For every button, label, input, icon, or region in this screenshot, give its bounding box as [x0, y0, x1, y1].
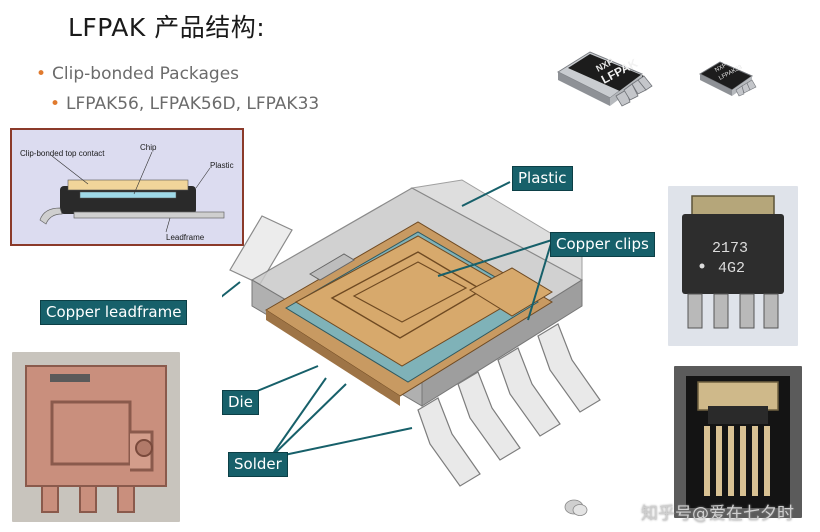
cross-section-label: Plastic — [210, 161, 234, 170]
chip-marking: 4G2 — [718, 260, 745, 277]
callout-die: Die — [222, 390, 259, 415]
callout-copper-leadframe: Copper leadframe — [40, 300, 188, 325]
bullet-subitem: •LFPAK56, LFPAK56D, LFPAK33 — [50, 94, 320, 114]
callout-copper-clips: Copper clips — [550, 232, 655, 257]
chip-marking: NXP — [714, 63, 728, 74]
chip-marking: 2173 — [712, 240, 748, 257]
cross-section-label: Clip-bonded top contact — [20, 149, 105, 158]
cross-section-label: Chip — [140, 143, 157, 152]
page-title: LFPAK 产品结构: — [68, 13, 266, 42]
leadframe-photo — [12, 352, 180, 522]
callout-plastic: Plastic — [512, 166, 573, 191]
bullet-dot: • — [50, 94, 61, 114]
wechat-icon — [564, 498, 588, 522]
packaged-chip-photo: 2173 4G2 — [668, 186, 798, 346]
lfpak-3d-structure-image — [222, 179, 601, 487]
bullet-dot: • — [36, 64, 47, 84]
lfpak-large-chip-image: NXP LFPAK — [556, 51, 653, 107]
cross-section-diagram: Clip-bonded top contact Chip Plastic Lea… — [10, 128, 244, 246]
bullet-item: •Clip-bonded Packages — [36, 64, 240, 84]
lfpak33-small-chip-image: NXP LFPAK33 — [698, 61, 757, 97]
watermark: 知乎号@爱在七夕时 — [641, 504, 794, 524]
decapsulated-chip-photo — [674, 366, 802, 518]
cross-section-label: Leadframe — [166, 233, 205, 242]
callout-solder: Solder — [228, 452, 288, 477]
